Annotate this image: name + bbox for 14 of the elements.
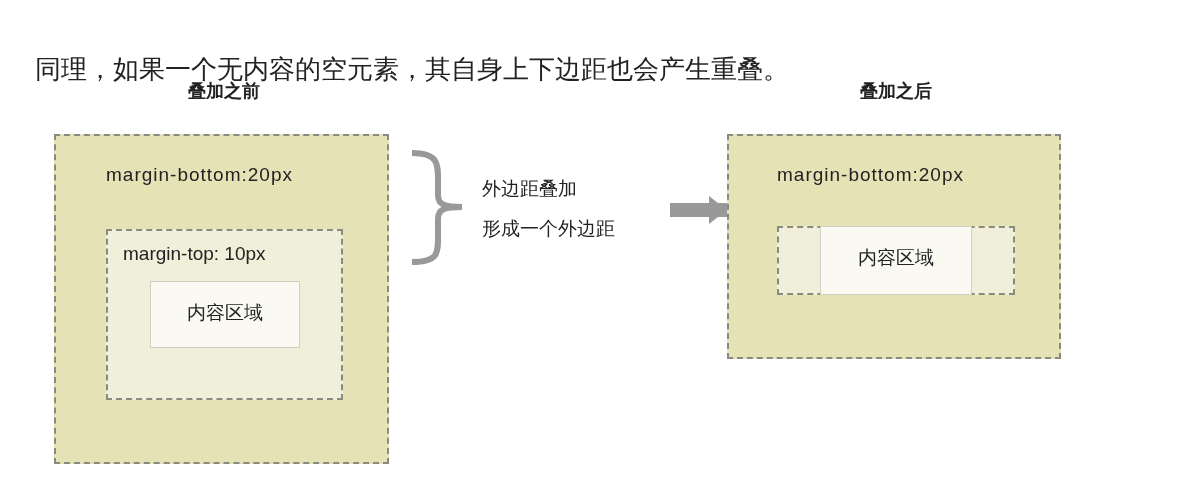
- content-label: 内容区域: [185, 302, 264, 325]
- margin-label: margin-bottom:20px: [106, 164, 293, 187]
- content-box: [150, 281, 300, 348]
- content-box: [820, 226, 972, 295]
- annotation-text: 外边距叠加: [482, 178, 577, 201]
- margin-label: margin-bottom:20px: [777, 164, 964, 187]
- content-label: 内容区域: [856, 247, 935, 270]
- margin-label: margin-top: 10px: [123, 243, 266, 266]
- empty-box: [777, 226, 1015, 295]
- box-heading: 叠加之后: [859, 80, 933, 102]
- annotation-text: 形成一个外边距: [482, 218, 615, 241]
- box-heading: 叠加之前: [186, 80, 260, 102]
- margin-box: [106, 229, 343, 400]
- block-arrow: [670, 196, 727, 224]
